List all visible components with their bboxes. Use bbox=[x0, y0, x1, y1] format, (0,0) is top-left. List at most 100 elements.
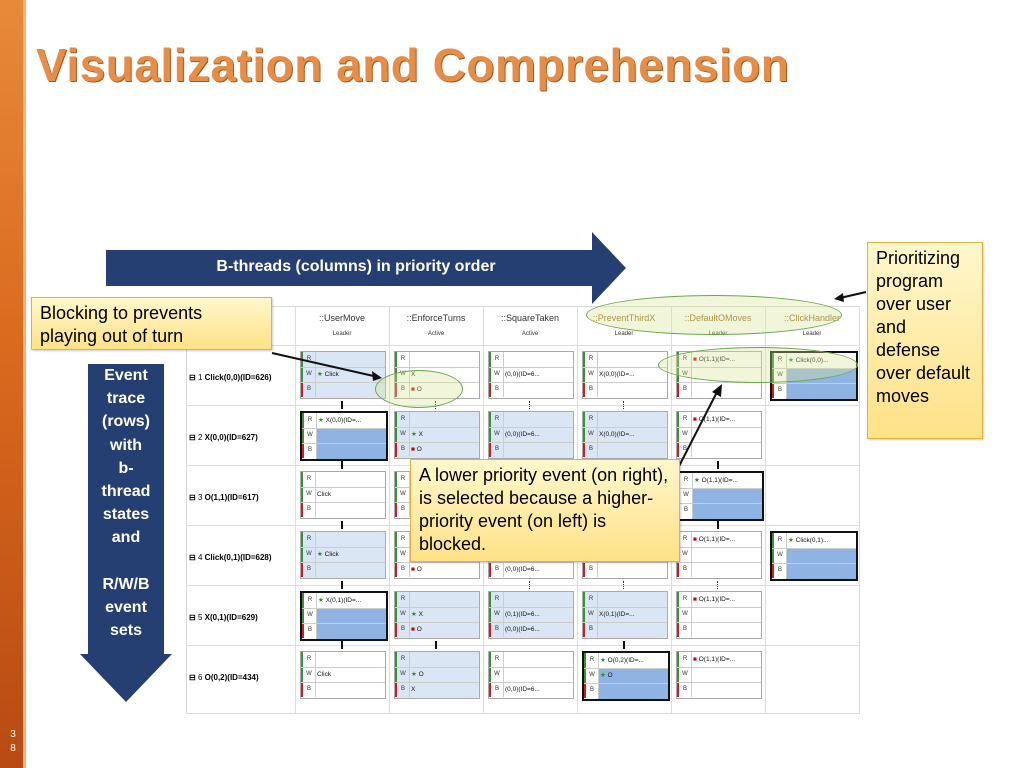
cell-separator bbox=[583, 367, 667, 368]
event-set-value bbox=[505, 352, 565, 367]
cell-separator bbox=[677, 382, 761, 383]
event-set-value: ★ O bbox=[600, 668, 660, 683]
event-set-label: W bbox=[302, 428, 317, 443]
row-event: Click(0,0)(ID=626) bbox=[204, 373, 272, 382]
cell-separator bbox=[677, 547, 761, 548]
selected-star-icon: ★ bbox=[411, 671, 419, 678]
collapse-icon[interactable]: ⊟ bbox=[189, 493, 198, 502]
column-header-name: ::EnforceTurns bbox=[406, 313, 466, 323]
event-set-value bbox=[599, 352, 659, 367]
event-set-value bbox=[505, 382, 565, 397]
cell-separator bbox=[489, 667, 573, 668]
event-text: O(1,1)(ID=... bbox=[698, 536, 736, 543]
state-connector bbox=[341, 521, 343, 529]
event-text: X bbox=[418, 611, 423, 618]
cell-separator bbox=[677, 562, 761, 563]
state-connector bbox=[623, 641, 625, 649]
state-connector bbox=[435, 641, 437, 649]
event-text: O bbox=[416, 446, 422, 453]
event-text: (0,0)(ID=6... bbox=[505, 686, 540, 693]
event-set-label: W bbox=[395, 607, 410, 622]
event-set-label: W bbox=[489, 367, 504, 382]
row-event: Click(0,1)(ID=628) bbox=[204, 553, 272, 562]
column-header-status: Leader bbox=[614, 331, 634, 337]
collapse-icon[interactable]: ⊟ bbox=[189, 553, 198, 562]
cell-separator bbox=[489, 607, 573, 608]
event-set-label: R bbox=[677, 412, 692, 427]
event-set-value: ★ Click bbox=[317, 547, 377, 562]
column-header-status: Leader bbox=[332, 331, 352, 337]
collapse-icon[interactable]: ⊟ bbox=[189, 613, 198, 622]
trace-row-label[interactable]: ⊟ 4 Click(0,1)(ID=628) bbox=[189, 553, 295, 562]
event-text: Click(0,1)... bbox=[795, 537, 829, 544]
event-set-label: R bbox=[302, 593, 317, 608]
event-text: (0,0)(ID=6... bbox=[505, 431, 540, 438]
row-number: 5 bbox=[197, 613, 203, 622]
event-set-value: ■ O bbox=[411, 562, 471, 577]
column-header-name: ::UserMove bbox=[318, 313, 365, 323]
blocked-square-icon: ■ bbox=[693, 596, 699, 603]
trace-row-label[interactable]: ⊟ 2 X(0,0)(ID=627) bbox=[189, 433, 295, 442]
event-set-value bbox=[317, 502, 377, 517]
event-set-label: B bbox=[395, 502, 410, 517]
trace-row-label[interactable]: ⊟ 1 Click(0,0)(ID=626) bbox=[189, 373, 295, 382]
blocked-square-icon: ■ bbox=[693, 656, 699, 663]
cell-separator bbox=[301, 682, 385, 683]
cell-separator bbox=[584, 683, 668, 684]
event-set-value: ★ X(0,0)(ID=... bbox=[318, 413, 378, 428]
event-set-label: W bbox=[583, 607, 598, 622]
event-set-label: W bbox=[583, 367, 598, 382]
event-set-value: ■ O bbox=[411, 442, 471, 457]
event-set-value bbox=[411, 652, 471, 667]
event-set-value: ■ O(1,1)(ID=... bbox=[693, 412, 753, 427]
trace-row-label[interactable]: ⊟ 6 O(0,2)(ID=434) bbox=[189, 673, 295, 682]
event-set-label: W bbox=[395, 547, 410, 562]
event-set-value bbox=[318, 623, 378, 638]
event-set-value: (0,0)(ID=6... bbox=[505, 367, 565, 382]
collapse-icon[interactable]: ⊟ bbox=[189, 433, 198, 442]
collapse-icon[interactable]: ⊟ bbox=[189, 673, 198, 682]
blocked-square-icon: ■ bbox=[411, 626, 417, 633]
cell-separator bbox=[395, 367, 479, 368]
event-set-label: W bbox=[678, 488, 693, 503]
selected-events-highlight-ellipse bbox=[658, 347, 858, 383]
row-number: 6 bbox=[197, 673, 203, 682]
event-set-label: R bbox=[395, 472, 410, 487]
collapse-icon[interactable]: ⊟ bbox=[189, 373, 198, 382]
event-set-value bbox=[788, 383, 848, 398]
event-set-label: R bbox=[395, 652, 410, 667]
event-trace-arrow-label: Event trace (rows) with b- thread states… bbox=[101, 367, 151, 640]
column-divider bbox=[389, 307, 390, 713]
trace-row-label[interactable]: ⊟ 5 X(0,1)(ID=629) bbox=[189, 613, 295, 622]
priority-arrow-label: B-threads (columns) in priority order bbox=[216, 258, 496, 275]
cell-separator bbox=[301, 367, 385, 368]
event-set-value bbox=[694, 488, 754, 503]
state-connector bbox=[341, 401, 343, 409]
trace-row-label[interactable]: ⊟ 3 O(1,1)(ID=617) bbox=[189, 493, 295, 502]
